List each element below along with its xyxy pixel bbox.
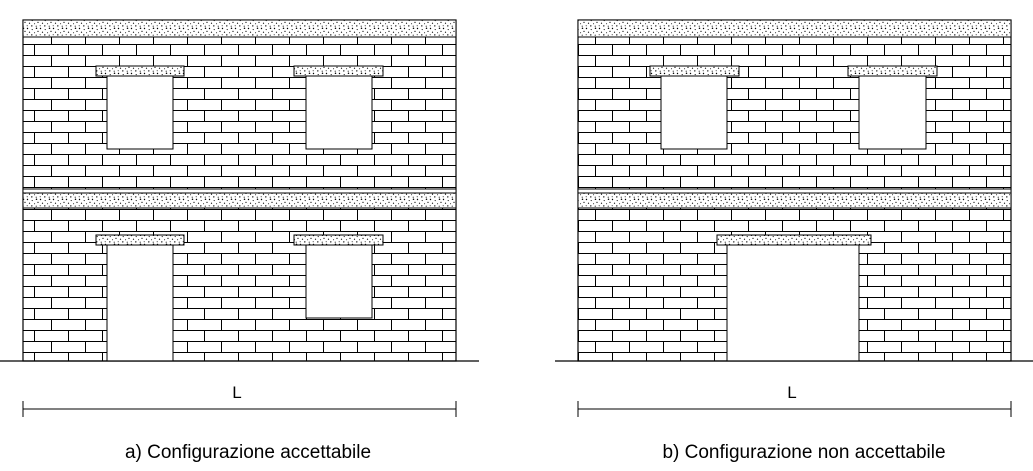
dimension-label-a: L bbox=[232, 383, 241, 402]
lintel-lower-right-a bbox=[293, 234, 384, 246]
lintel-upper-right-a bbox=[293, 65, 384, 77]
lintel-door-a bbox=[95, 234, 185, 246]
wide-opening-b bbox=[726, 244, 860, 362]
floor-beam-a bbox=[22, 188, 457, 194]
panel-b: L b) Configurazione non accettabile bbox=[555, 19, 1033, 463]
lintel-upper-left-a bbox=[95, 65, 185, 77]
window-lower-right-a bbox=[305, 244, 373, 319]
lintel-wide-opening-b bbox=[716, 234, 872, 246]
window-upper-left-b bbox=[660, 75, 728, 150]
floor-slab-a bbox=[22, 192, 457, 209]
dimension-label-b: L bbox=[787, 383, 796, 402]
door-a bbox=[106, 244, 174, 362]
window-upper-right-b bbox=[858, 75, 927, 150]
caption-a: a) Configurazione accettabile bbox=[125, 442, 371, 463]
window-upper-left-a bbox=[106, 75, 174, 150]
floor-slab-b bbox=[577, 192, 1012, 209]
panel-a: L a) Configurazione accettabile bbox=[0, 19, 479, 463]
window-upper-right-a bbox=[305, 75, 373, 150]
roof-slab-a bbox=[22, 19, 457, 38]
roof-slab-b bbox=[577, 19, 1012, 38]
lintel-upper-left-b bbox=[649, 65, 740, 77]
floor-beam-b bbox=[577, 188, 1012, 194]
caption-b: b) Configurazione non accettabile bbox=[662, 442, 945, 463]
lintel-upper-right-b bbox=[847, 65, 938, 77]
